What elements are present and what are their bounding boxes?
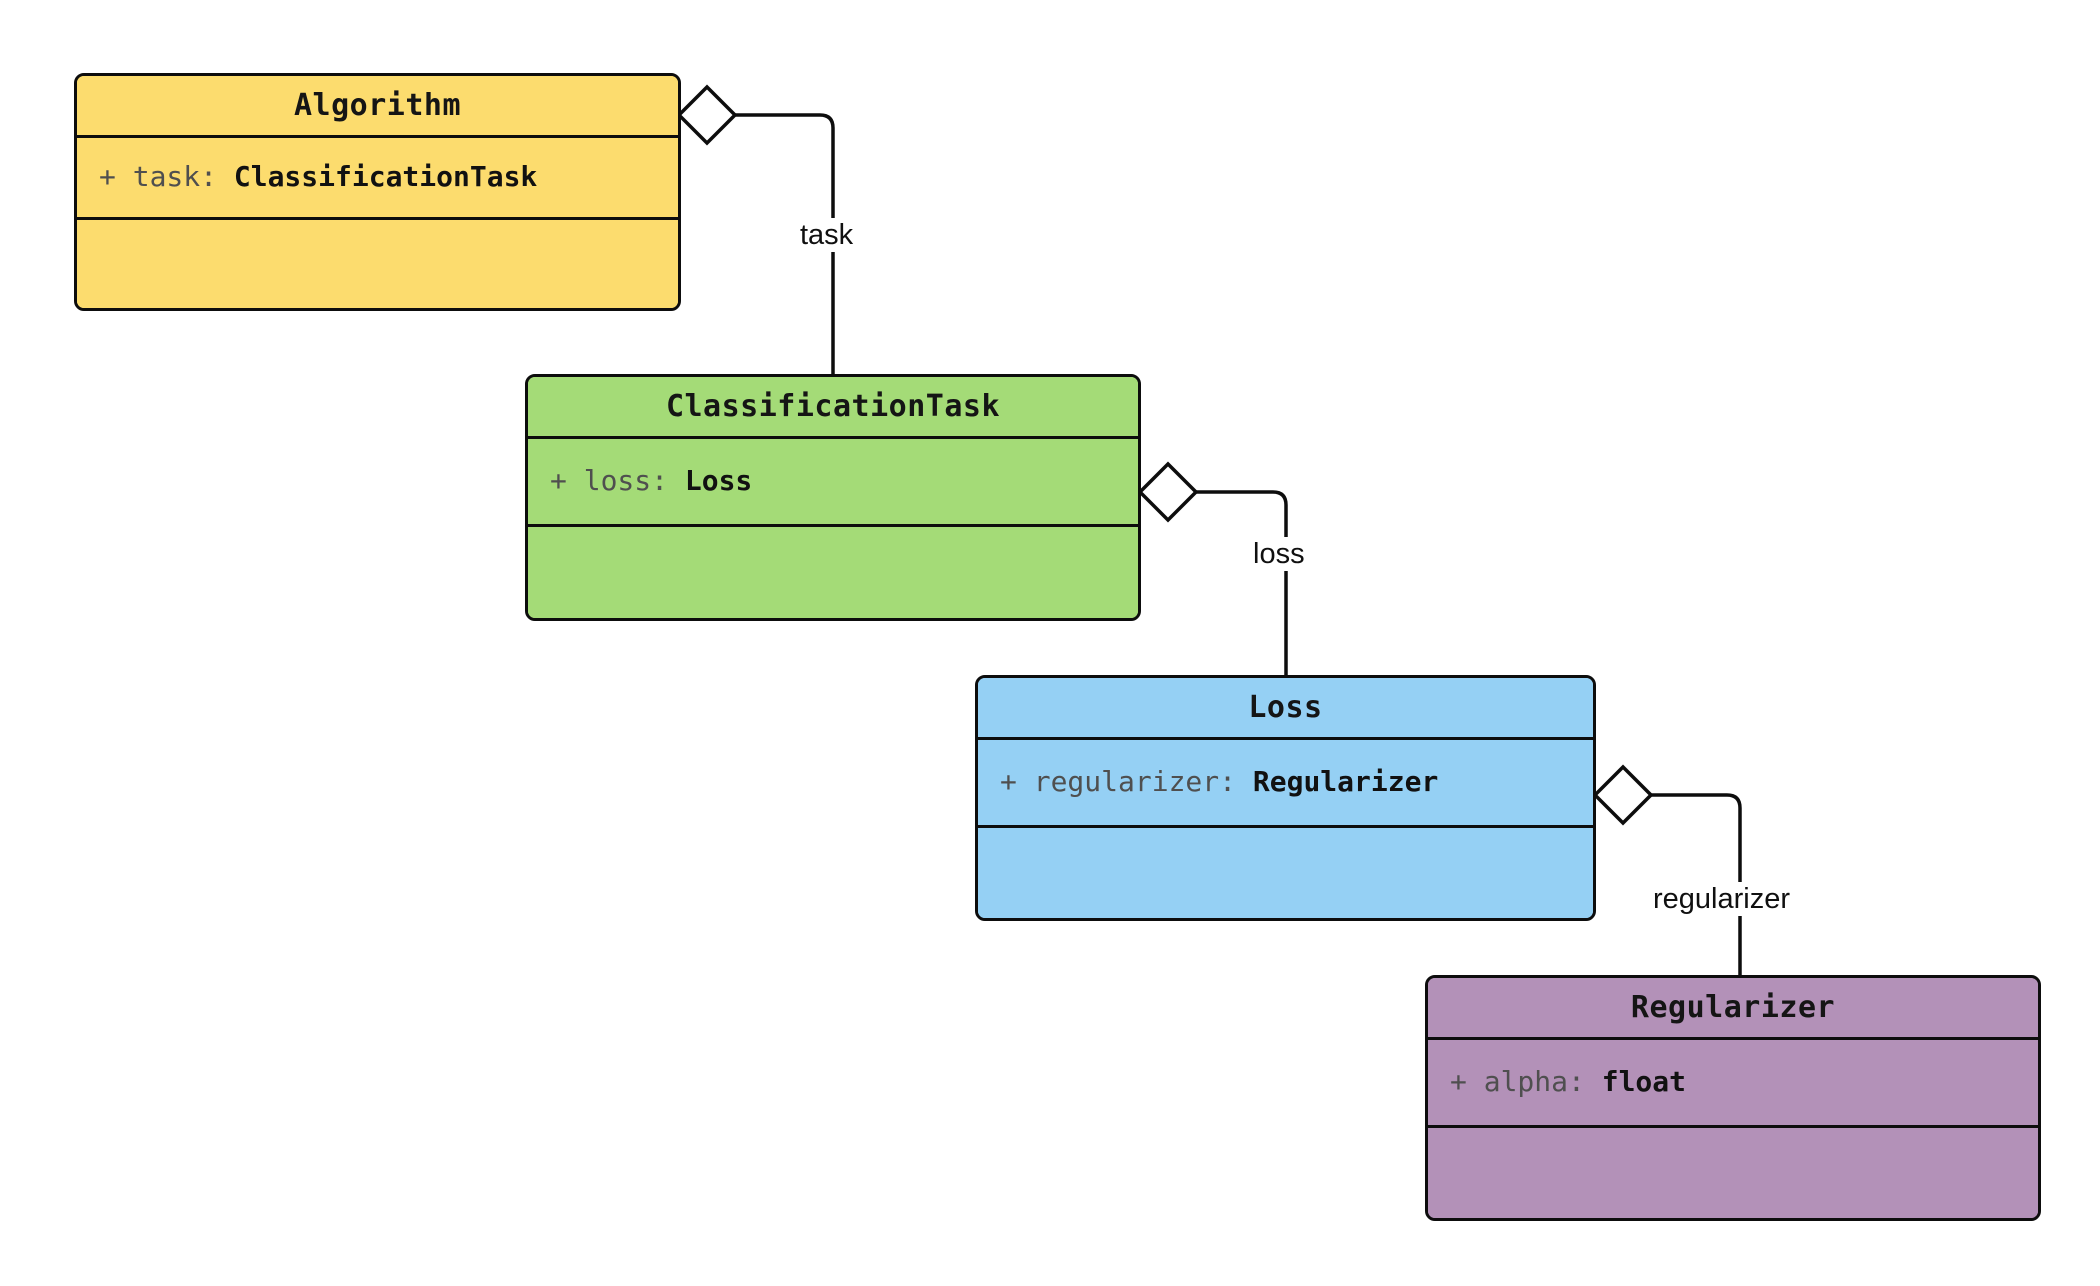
uml-attributes-compartment-regularizer: + alpha: float [1428,1040,2038,1128]
relation-label-regularizer: regularizer [1648,882,1795,917]
relation-line-regularizer [1651,793,1742,975]
uml-attribute-signature: + task: [99,160,234,194]
uml-attribute-signature: + alpha: [1450,1065,1602,1099]
uml-class-title-algorithm: Algorithm [77,76,678,138]
uml-attribute-signature: + loss: [550,464,685,498]
uml-class-classificationtask[interactable]: ClassificationTask + loss: Loss [525,374,1141,621]
uml-attribute-row: + task: ClassificationTask [99,160,538,194]
uml-methods-compartment-regularizer [1428,1128,2038,1218]
uml-methods-compartment-algorithm [77,220,678,308]
uml-attribute-signature: + regularizer: [1000,765,1253,799]
aggregation-diamond-regularizer [1592,764,1654,826]
uml-attribute-row: + regularizer: Regularizer [1000,765,1439,799]
relation-classificationtask-to-loss[interactable] [1137,461,1288,675]
relation-label-task: task [795,218,859,253]
uml-methods-compartment-loss [978,828,1593,918]
uml-class-title-regularizer: Regularizer [1428,978,2038,1040]
uml-attribute-type: Regularizer [1252,765,1439,799]
uml-attributes-compartment-classificationtask: + loss: Loss [528,439,1138,527]
aggregation-diamond-task [676,84,738,146]
uml-attribute-type: ClassificationTask [233,160,538,194]
uml-attributes-compartment-loss: + regularizer: Regularizer [978,740,1593,828]
uml-attribute-row: + alpha: float [1450,1065,1687,1099]
uml-class-regularizer[interactable]: Regularizer + alpha: float [1425,975,2041,1221]
uml-attribute-type: Loss [684,464,753,498]
uml-class-algorithm[interactable]: Algorithm + task: ClassificationTask [74,73,681,311]
aggregation-diamond-loss [1137,461,1199,523]
uml-methods-compartment-classificationtask [528,527,1138,618]
relation-line-loss [1196,490,1288,675]
relation-label-loss: loss [1248,537,1310,572]
relation-loss-to-regularizer[interactable] [1592,764,1742,975]
uml-attribute-type: float [1601,1065,1687,1099]
relation-algorithm-to-classificationtask[interactable] [676,84,835,374]
uml-class-title-loss: Loss [978,678,1593,740]
uml-attributes-compartment-algorithm: + task: ClassificationTask [77,138,678,220]
uml-class-loss[interactable]: Loss + regularizer: Regularizer [975,675,1596,921]
relation-line-task [735,113,835,374]
uml-class-title-classificationtask: ClassificationTask [528,377,1138,439]
uml-attribute-row: + loss: Loss [550,464,753,498]
